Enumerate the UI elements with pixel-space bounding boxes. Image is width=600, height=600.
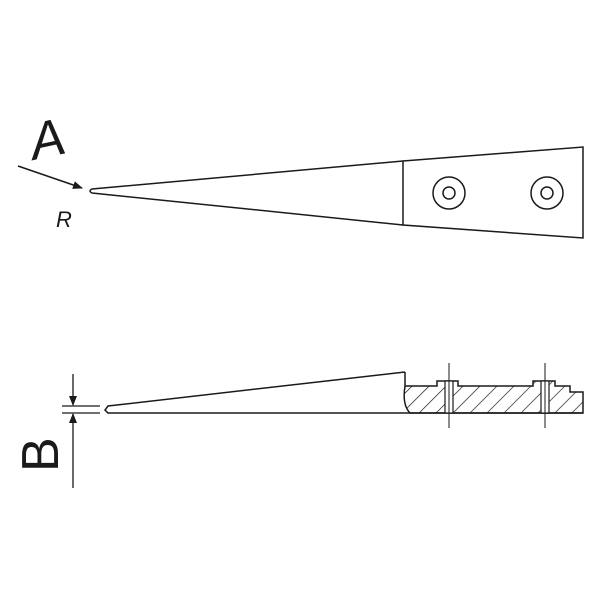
top-view-hole-left [432,176,466,210]
side-view-taper-outline [104,371,583,414]
radius-annotation: A R [17,108,83,232]
top-view-tip-outline [89,160,404,226]
top-view-body-outline [402,146,584,239]
side-view-hatched-section [403,372,584,414]
label-b: B [12,437,70,472]
radius-arrow [17,165,83,189]
label-a: A [22,108,71,173]
label-r: R [56,207,72,232]
thickness-annotation: B [12,374,100,488]
top-view [89,146,584,239]
top-view-hole-right [530,176,564,210]
side-view [104,363,584,428]
